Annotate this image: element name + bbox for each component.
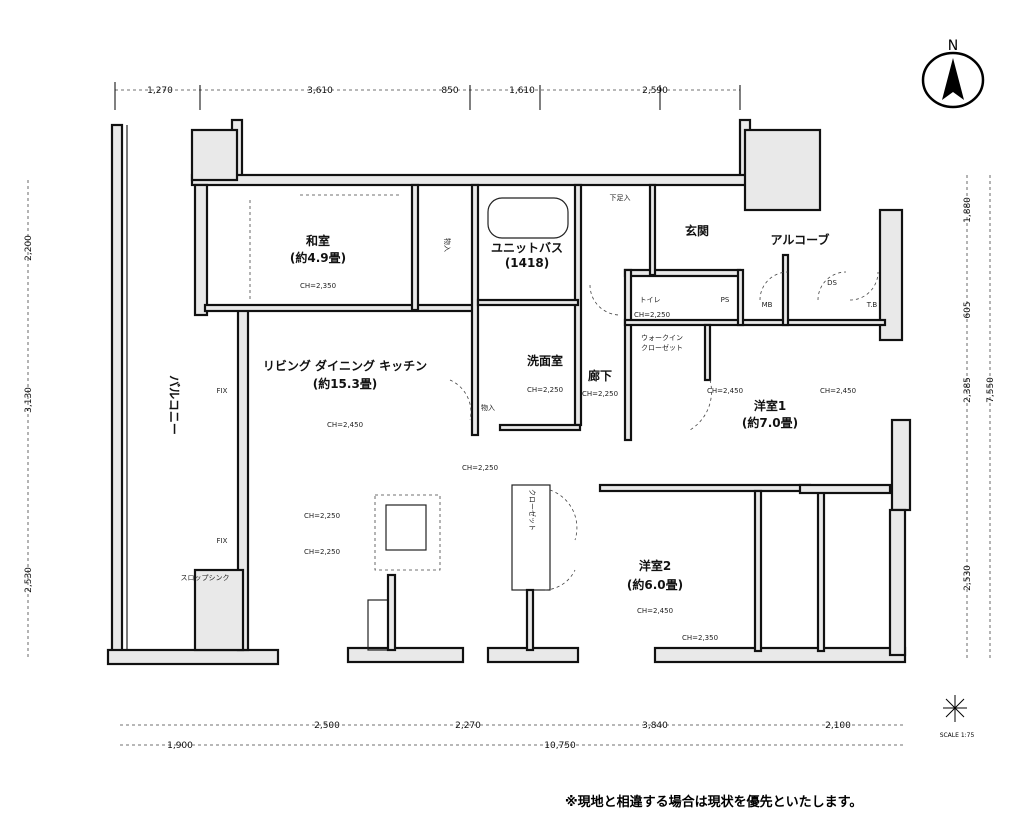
dim-left-1: 2,200 <box>24 235 34 261</box>
room-alcove: アルコーブ <box>771 232 830 247</box>
room-wic: ウォークイン <box>641 334 683 342</box>
room-yoshitsu2-size: (約6.0畳) <box>627 577 683 592</box>
room-yoshitsu1-size: (約7.0畳) <box>742 415 798 430</box>
dim-right-total: 7,550 <box>986 377 996 403</box>
dim-top-1: 1,270 <box>147 86 173 96</box>
label-fix-1: FIX <box>217 387 228 395</box>
ch-ldk-4: CH=2,250 <box>304 548 340 556</box>
room-tb: T.B <box>866 301 878 309</box>
room-entrance: 玄関 <box>685 223 709 238</box>
room-unit-bath: ユニットバス <box>491 241 563 255</box>
dim-left-3: 2,530 <box>24 567 34 593</box>
top-dimensions: 1,270 3,610 850 1,610 2,590 <box>114 82 741 110</box>
room-hallway: 廊下 <box>588 368 612 383</box>
ch-yoshitsu1-a: CH=2,450 <box>707 387 743 395</box>
room-wic-2: クローゼット <box>641 343 683 352</box>
dim-bottom-1: 2,500 <box>314 721 340 731</box>
ch-washroom: CH=2,250 <box>527 386 563 394</box>
room-washitsu: 和室 <box>305 233 330 248</box>
dim-bottom-2: 2,270 <box>455 721 481 731</box>
room-closet-y2: クローゼット <box>528 489 537 531</box>
room-yoshitsu2: 洋室2 <box>639 558 671 573</box>
scale-label: SCALE 1:75 <box>940 732 975 739</box>
dim-right-2: 605 <box>963 301 973 318</box>
room-ps: PS <box>721 296 730 304</box>
dim-right-4: 2,530 <box>963 565 973 591</box>
room-closet-washitsu: 物入 <box>443 238 452 252</box>
room-washroom: 洗面室 <box>527 353 563 368</box>
disclaimer: ※現地と相違する場合は現状を優先といたします。 <box>565 794 862 810</box>
label-fix-2: FIX <box>217 537 228 545</box>
dim-top-5: 2,590 <box>642 86 668 96</box>
left-dimensions: 2,200 3,130 2,530 <box>24 180 34 660</box>
right-dimensions: 1,880 605 2,385 2,530 7,550 <box>963 175 996 660</box>
dim-bottom-5: 1,900 <box>167 741 193 751</box>
north-compass-icon: N <box>921 38 985 109</box>
room-labels: 和室 (約4.9畳) CH=2,350 物入 ユニットバス (1418) 洗面室… <box>167 194 877 642</box>
dim-bottom-3: 3,840 <box>642 721 668 731</box>
ch-ldk-2: CH=2,250 <box>462 464 498 472</box>
bottom-dimensions: 2,500 2,270 3,840 2,100 1,900 10,750 <box>120 721 905 751</box>
room-toilet: トイレ <box>640 296 661 304</box>
dim-bottom-total: 10,750 <box>544 741 576 751</box>
room-ldk: リビング ダイニング キッチン <box>263 358 427 373</box>
scale-mark: SCALE 1:75 <box>940 695 975 739</box>
ch-yoshitsu1-b: CH=2,450 <box>820 387 856 395</box>
dim-right-3: 2,385 <box>963 377 973 403</box>
room-ds: DS <box>827 279 837 287</box>
compass-label: N <box>948 38 958 54</box>
ch-ldk-1: CH=2,450 <box>327 421 363 429</box>
ch-hallway: CH=2,250 <box>582 390 618 398</box>
dim-top-2: 3,610 <box>307 86 333 96</box>
dim-bottom-4: 2,100 <box>825 721 851 731</box>
partitions <box>203 183 892 653</box>
room-yoshitsu1: 洋室1 <box>754 398 786 413</box>
room-mb: MB <box>762 301 773 309</box>
ch-toilet: CH=2,250 <box>634 311 670 319</box>
room-unit-bath-size: (1418) <box>505 256 549 270</box>
ch-washitsu: CH=2,350 <box>300 282 336 290</box>
room-washitsu-size: (約4.9畳) <box>290 250 346 265</box>
room-shoe-closet: 下足入 <box>610 194 631 202</box>
ch-yoshitsu2: CH=2,450 <box>637 607 673 615</box>
dim-right-1: 1,880 <box>963 197 973 223</box>
dim-left-2: 3,130 <box>24 387 34 413</box>
room-balcony: バルコニー <box>167 375 181 435</box>
walls <box>106 118 912 666</box>
dim-top-4: 1,610 <box>509 86 535 96</box>
label-slop-sink: スロップシンク <box>181 574 230 582</box>
ch-yoshitsu2-b: CH=2,350 <box>682 634 718 642</box>
room-ldk-size: (約15.3畳) <box>313 376 378 391</box>
dim-top-3: 850 <box>441 86 458 96</box>
room-storage: 物入 <box>481 403 495 412</box>
ch-ldk-3: CH=2,250 <box>304 512 340 520</box>
